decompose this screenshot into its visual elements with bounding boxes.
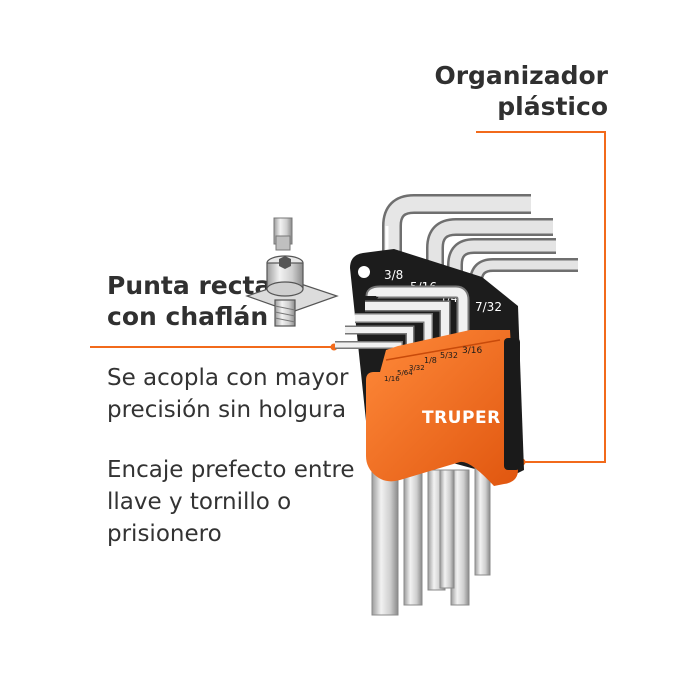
- size-label-7-32: 7/32: [475, 300, 502, 314]
- size-label-3-8: 3/8: [384, 268, 403, 282]
- callout-line-organizer: [476, 131, 606, 463]
- organizer-label-line-2: plástico: [497, 92, 608, 121]
- size-label-1-8: 1/8: [424, 356, 437, 365]
- benefit-1: Se acopla con mayor precisión sin holgur…: [107, 362, 349, 426]
- benefit-2-line-3: prisionero: [107, 521, 222, 547]
- tip-label-line-2: con chaflán: [107, 302, 269, 331]
- organizer-ridge: [385, 339, 501, 361]
- benefit-2: Encaje prefecto entre llave y tornillo o…: [107, 454, 355, 550]
- size-label-1-16: 1/16: [384, 375, 400, 383]
- size-label-3-16: 3/16: [462, 346, 482, 356]
- brand-logo: TRUPER: [422, 408, 501, 428]
- tip-detail-icon: [245, 217, 339, 327]
- tip-label-line-1: Punta recta: [107, 271, 272, 300]
- organizer-label-line-1: Organizador: [434, 61, 608, 90]
- size-label-3-32: 3/32: [409, 364, 425, 372]
- label-punta-recta: Punta recta con chaflán: [107, 270, 271, 332]
- size-label-5-32: 5/32: [440, 351, 458, 360]
- benefit-2-line-2: llave y tornillo o: [107, 489, 292, 515]
- organizer-side-black: [504, 338, 520, 470]
- label-organizador-plastico: Organizador plástico: [434, 60, 608, 122]
- benefit-2-line-1: Encaje prefecto entre: [107, 457, 355, 483]
- benefit-1-line-1: Se acopla con mayor: [107, 365, 349, 391]
- size-label-5-64: 5/64: [397, 369, 413, 377]
- organizer-hang-hole: [358, 266, 370, 278]
- organizer-orange-front: [366, 330, 518, 486]
- benefit-1-line-2: precisión sin holgura: [107, 397, 347, 423]
- hex-keys-shafts: [371, 459, 491, 616]
